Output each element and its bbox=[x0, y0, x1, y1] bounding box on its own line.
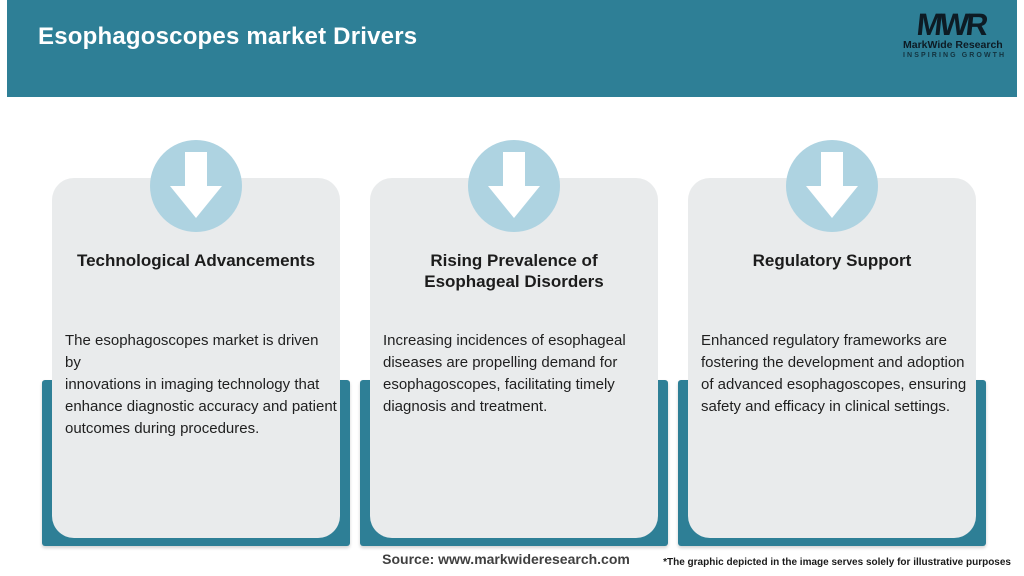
arrow-badge bbox=[786, 140, 878, 232]
card-title: Rising Prevalence of Esophageal Disorder… bbox=[424, 251, 604, 291]
driver-card-group-3: Regulatory Support Enhanced regulatory f… bbox=[678, 0, 986, 576]
logo-company-name: MarkWide Research bbox=[903, 39, 1003, 51]
arrow-badge bbox=[468, 140, 560, 232]
illustrative-disclaimer: *The graphic depicted in the image serve… bbox=[663, 557, 1011, 568]
markwide-research-logo: MWR MarkWide Research INSPIRING GROWTH bbox=[903, 7, 1007, 60]
card-body-text: Enhanced regulatory frameworks are foste… bbox=[701, 332, 967, 415]
arrow-badge bbox=[150, 140, 242, 232]
logo-tagline: INSPIRING GROWTH bbox=[903, 52, 1007, 59]
header-band: Esophagoscopes market Drivers MWR MarkWi… bbox=[7, 0, 1017, 97]
driver-card bbox=[370, 178, 658, 538]
card-body-text: The esophagoscopes market is driven by i… bbox=[65, 332, 337, 437]
down-arrow-icon bbox=[170, 152, 222, 218]
card-body-text: Increasing incidences of esophageal dise… bbox=[383, 332, 626, 415]
driver-card-group-2: Rising Prevalence of Esophageal Disorder… bbox=[360, 0, 668, 576]
driver-card bbox=[688, 178, 976, 538]
page-title: Esophagoscopes market Drivers bbox=[38, 23, 418, 50]
down-arrow-icon bbox=[806, 152, 858, 218]
driver-card bbox=[52, 178, 340, 538]
driver-card-group-1: Technological Advancements The esophagos… bbox=[42, 0, 350, 576]
card-title: Technological Advancements bbox=[76, 251, 316, 270]
card-title: Regulatory Support bbox=[752, 251, 912, 270]
down-arrow-icon bbox=[488, 152, 540, 218]
source-attribution: Source: www.markwideresearch.com bbox=[382, 551, 630, 567]
